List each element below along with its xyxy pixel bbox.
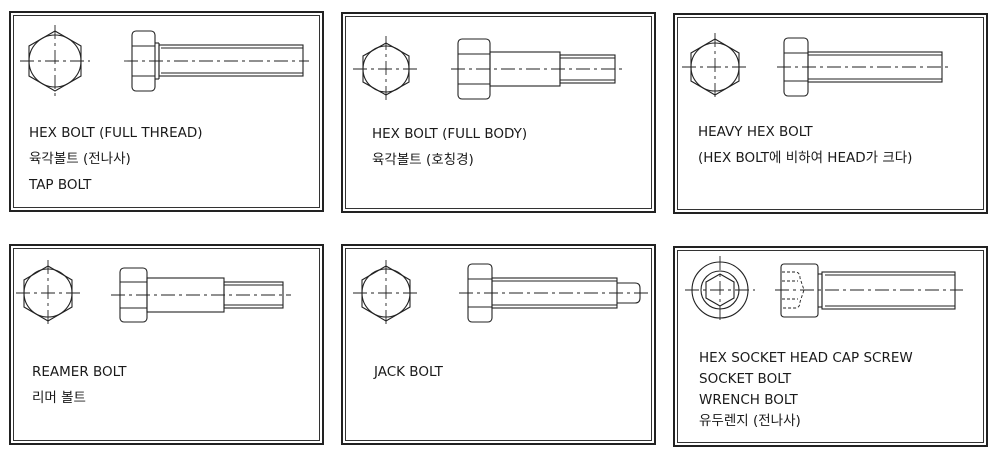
panel-heavy-hex-bolt: HEAVY HEX BOLT (HEX BOLT에 비하여 HEAD가 크다) (673, 13, 988, 214)
label-line: WRENCH BOLT (699, 392, 798, 408)
label-line: REAMER BOLT (32, 364, 127, 380)
panel-hex-socket-head-cap-screw: HEX SOCKET HEAD CAP SCREW SOCKET BOLT WR… (673, 246, 988, 447)
hex-bolt-full-thread-drawing (20, 25, 309, 97)
panel-label: HEAVY HEX BOLT (HEX BOLT에 비하여 HEAD가 크다) (698, 119, 912, 171)
socket-head-end-view (685, 256, 755, 324)
label-line: HEX BOLT (FULL THREAD) (29, 125, 203, 141)
label-line: 리머 볼트 (32, 390, 86, 406)
panel-label: HEX BOLT (FULL THREAD) 육각볼트 (전나사) TAP BO… (29, 120, 203, 198)
jack-bolt-drawing (353, 260, 648, 328)
label-line: (HEX BOLT에 비하여 HEAD가 크다) (698, 150, 913, 166)
panel-label: HEX SOCKET HEAD CAP SCREW SOCKET BOLT WR… (699, 348, 913, 432)
label-line: SOCKET BOLT (699, 371, 792, 387)
label-line: 육각볼트 (호칭경) (372, 152, 474, 168)
panel-jack-bolt: JACK BOLT (341, 244, 656, 445)
hex-bolt-full-body-drawing (353, 36, 623, 102)
screw-side-view (775, 263, 963, 318)
panel-label: HEX BOLT (FULL BODY) 육각볼트 (호칭경) (372, 121, 527, 173)
bolt-side-view (111, 267, 291, 323)
bolt-side-view (459, 263, 648, 323)
label-line: 유두렌지 (전나사) (699, 413, 801, 429)
panel-hex-bolt-full-body: HEX BOLT (FULL BODY) 육각볼트 (호칭경) (341, 12, 656, 213)
hex-socket-head-cap-screw-drawing (685, 256, 963, 324)
panel-label: JACK BOLT (374, 359, 443, 385)
label-line: HEX BOLT (FULL BODY) (372, 126, 528, 142)
panel-label: REAMER BOLT 리머 볼트 (32, 359, 127, 411)
label-line: JACK BOLT (374, 364, 443, 380)
label-line: HEX SOCKET HEAD CAP SCREW (699, 350, 913, 366)
label-line: HEAVY HEX BOLT (698, 124, 813, 140)
panel-reamer-bolt: REAMER BOLT 리머 볼트 (9, 244, 324, 445)
reamer-bolt-drawing (16, 260, 291, 328)
bolt-side-view (451, 38, 623, 100)
heavy-hex-bolt-drawing (682, 33, 949, 101)
panel-hex-bolt-full-thread: HEX BOLT (FULL THREAD) 육각볼트 (전나사) TAP BO… (9, 11, 324, 212)
hex-head-end-view (20, 25, 90, 97)
label-line: 육각볼트 (전나사) (29, 151, 131, 167)
hex-head-end-view (16, 260, 81, 328)
bolt-side-view (777, 37, 949, 97)
hex-head-end-view (353, 260, 419, 328)
hex-head-end-view (682, 33, 748, 101)
hex-head-end-view (353, 36, 419, 102)
label-line: TAP BOLT (29, 177, 92, 193)
bolt-side-view (124, 30, 309, 92)
